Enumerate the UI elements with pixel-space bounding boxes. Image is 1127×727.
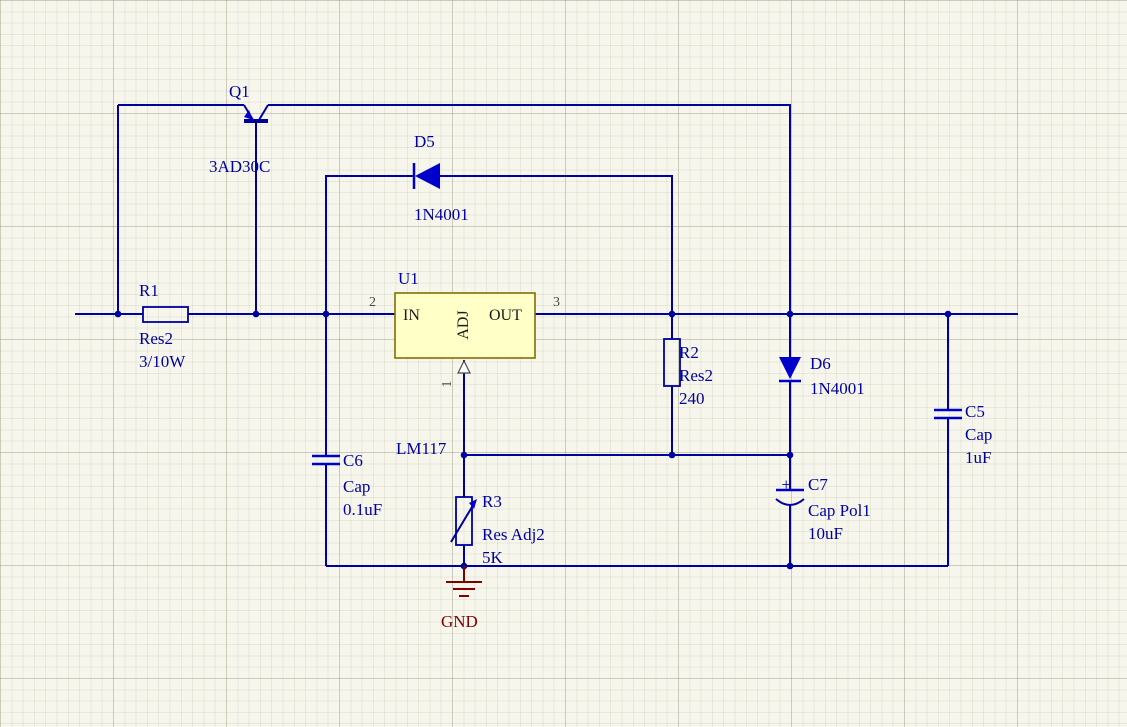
c7-designator: C7 xyxy=(808,475,828,494)
u1-part: LM117 xyxy=(396,439,447,458)
d5-designator: D5 xyxy=(414,132,435,151)
r2-designator: R2 xyxy=(679,343,699,362)
q1-part: 3AD30C xyxy=(209,157,270,176)
junction-dot xyxy=(668,310,676,318)
u1-pin1-number: 1 xyxy=(440,381,455,388)
component-gnd[interactable]: GND xyxy=(441,566,482,631)
r3-wiper-arrowhead-icon xyxy=(469,499,477,509)
c6-part: Cap xyxy=(343,477,370,496)
component-r2[interactable]: R2 Res2 240 xyxy=(663,338,713,408)
wire-top-rail[interactable] xyxy=(118,104,791,314)
u1-pin3-number: 3 xyxy=(553,295,560,310)
junction-dot xyxy=(322,310,330,318)
r3-value: 5K xyxy=(482,548,504,567)
r2-value: 240 xyxy=(679,389,705,408)
wire-d5-net[interactable] xyxy=(325,175,673,314)
u1-designator: U1 xyxy=(398,269,419,288)
u1-pin-adj-label: ADJ xyxy=(455,310,472,339)
c7-plus-sign: + xyxy=(781,475,791,494)
junction-dot xyxy=(944,310,952,318)
u1-body xyxy=(394,292,536,359)
gnd-label: GND xyxy=(441,612,478,631)
component-u1[interactable]: IN OUT ADJ 2 3 1 U1 LM117 xyxy=(369,269,560,458)
q1-emitter-arrow-icon xyxy=(244,110,253,120)
d5-diode-icon xyxy=(415,163,440,189)
u1-adj-pin-arrow-icon xyxy=(457,359,471,374)
d5-part: 1N4001 xyxy=(414,205,469,224)
r2-part: Res2 xyxy=(679,366,713,385)
component-c7[interactable]: + C7 Cap Pol1 10uF xyxy=(775,475,871,543)
r3-part: Res Adj2 xyxy=(482,525,545,544)
component-d5[interactable]: D5 1N4001 xyxy=(412,132,469,224)
d6-designator: D6 xyxy=(810,354,831,373)
junction-dot xyxy=(460,451,468,459)
component-r1[interactable]: R1 Res2 3/10W xyxy=(139,281,189,371)
component-d6[interactable]: D6 1N4001 xyxy=(779,354,865,398)
c7-part: Cap Pol1 xyxy=(808,501,871,520)
q1-collector-lead xyxy=(258,104,269,121)
junction-dot xyxy=(786,310,794,318)
junction-dot xyxy=(786,451,794,459)
junction-dot xyxy=(786,562,794,570)
r3-body xyxy=(455,496,473,546)
net-wires xyxy=(75,104,1018,567)
junction-dot xyxy=(252,310,260,318)
c7-bottom-plate xyxy=(775,498,805,506)
c7-value: 10uF xyxy=(808,524,843,543)
junction-dots xyxy=(114,310,952,570)
component-q1[interactable]: Q1 3AD30C xyxy=(209,82,270,176)
u1-pin2-number: 2 xyxy=(369,295,376,310)
component-c6[interactable]: C6 Cap 0.1uF xyxy=(312,451,382,519)
d6-part: 1N4001 xyxy=(810,379,865,398)
component-r3[interactable]: R3 Res Adj2 5K xyxy=(450,492,545,567)
r1-value: 3/10W xyxy=(139,352,186,371)
r1-body xyxy=(142,306,189,323)
u1-pin-out-label: OUT xyxy=(489,307,522,324)
junction-dot xyxy=(668,451,676,459)
c5-designator: C5 xyxy=(965,402,985,421)
c5-value: 1uF xyxy=(965,448,991,467)
q1-designator: Q1 xyxy=(229,82,250,101)
d6-diode-icon xyxy=(779,357,801,379)
c6-designator: C6 xyxy=(343,451,363,470)
u1-pin-in-label: IN xyxy=(403,307,420,324)
c6-value: 0.1uF xyxy=(343,500,382,519)
r1-designator: R1 xyxy=(139,281,159,300)
component-c5[interactable]: C5 Cap 1uF xyxy=(934,402,992,467)
r3-designator: R3 xyxy=(482,492,502,511)
junction-dot xyxy=(114,310,122,318)
r3-wiper-arrow xyxy=(450,501,476,543)
c5-part: Cap xyxy=(965,425,992,444)
wire-adj-rail[interactable] xyxy=(463,360,790,456)
r2-body xyxy=(663,338,681,387)
gnd-symbol-icon xyxy=(446,566,482,597)
r1-part: Res2 xyxy=(139,329,173,348)
